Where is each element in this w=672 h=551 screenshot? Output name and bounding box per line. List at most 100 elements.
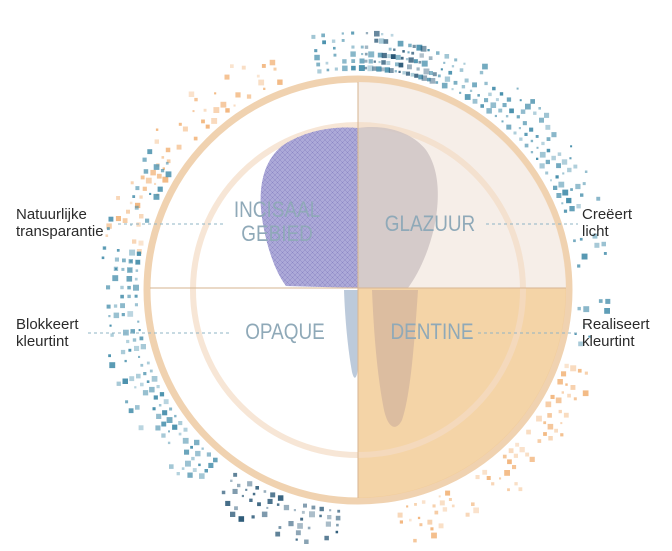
decorative-dot: [535, 135, 539, 138]
decorative-dot: [469, 89, 473, 92]
decorative-dot: [525, 103, 531, 110]
decorative-dot: [295, 530, 301, 536]
decorative-dot: [412, 44, 416, 48]
decorative-dot: [501, 120, 504, 123]
decorative-dot: [596, 196, 601, 201]
decorative-dot: [423, 68, 430, 75]
decorative-dot: [407, 51, 410, 54]
decorative-dot: [498, 108, 503, 113]
decorative-dot: [277, 495, 284, 501]
decorative-dot: [143, 169, 149, 174]
decorative-dot: [237, 483, 241, 488]
decorative-dot: [351, 31, 355, 35]
decorative-dot: [414, 503, 417, 506]
decorative-dot: [429, 78, 436, 84]
decorative-dot: [251, 515, 255, 519]
decorative-dot: [569, 157, 572, 160]
decorative-dot: [135, 202, 141, 209]
decorative-dot: [342, 65, 348, 72]
decorative-dot: [583, 325, 586, 328]
decorative-dot: [550, 394, 555, 399]
decorative-dot: [419, 523, 423, 527]
decorative-dot: [516, 87, 519, 90]
decorative-dot: [488, 92, 492, 97]
decorative-dot: [110, 333, 114, 337]
decorative-dot: [145, 177, 152, 184]
decorative-dot: [316, 62, 321, 67]
decorative-dot: [519, 99, 522, 102]
decorative-dot: [482, 469, 488, 475]
decorative-dot: [577, 306, 581, 311]
decorative-dot: [233, 104, 236, 107]
decorative-dot: [545, 401, 552, 408]
decorative-dot: [484, 98, 489, 103]
decorative-dot: [134, 294, 138, 298]
decorative-dot: [441, 82, 448, 89]
decorative-dot: [416, 67, 420, 71]
decorative-dot: [333, 46, 336, 50]
decorative-dot: [461, 85, 466, 89]
decorative-dot: [178, 432, 182, 436]
decorative-dot: [484, 81, 488, 86]
decorative-dot: [150, 169, 156, 176]
decorative-dot: [176, 472, 180, 476]
decorative-dot: [132, 239, 137, 244]
decorative-dot: [122, 218, 128, 223]
decorative-dot: [570, 385, 576, 390]
decorative-dot: [309, 511, 315, 518]
decorative-dot: [122, 258, 126, 263]
decorative-dot: [116, 249, 120, 252]
decorative-dot: [126, 339, 130, 344]
decorative-dot: [502, 103, 507, 108]
decorative-dot: [451, 65, 455, 68]
decorative-dot: [178, 122, 182, 126]
decorative-dot: [201, 119, 205, 124]
decorative-dot: [499, 92, 504, 96]
decorative-dot: [414, 73, 419, 78]
decorative-dot: [384, 67, 390, 73]
decorative-dot: [129, 376, 135, 382]
decorative-dot: [108, 354, 111, 358]
decorative-dot: [113, 312, 120, 319]
decorative-dot: [136, 251, 142, 256]
decorative-dot: [125, 400, 129, 404]
decorative-dot: [335, 515, 341, 521]
decorative-dot: [241, 494, 244, 498]
decorative-dot: [230, 479, 233, 482]
decorative-dot: [440, 68, 443, 71]
decorative-dot: [541, 141, 545, 146]
decorative-dot: [557, 152, 562, 156]
decorative-dot: [454, 58, 458, 62]
decorative-dot: [539, 163, 545, 169]
decorative-dot: [505, 115, 509, 118]
decorative-dot: [137, 320, 140, 323]
decorative-dot: [364, 66, 368, 70]
decorative-dot: [142, 157, 147, 162]
decorative-dot: [530, 99, 535, 104]
decorative-dot: [145, 218, 150, 223]
decorative-dot: [116, 196, 120, 200]
decorative-dot: [436, 51, 440, 55]
decorative-dot: [475, 475, 480, 480]
decorative-dot: [134, 345, 140, 351]
decorative-dot: [206, 452, 211, 457]
decorative-dot: [558, 409, 562, 414]
decorative-dot: [211, 118, 218, 124]
decorative-dot: [555, 175, 559, 179]
decorative-dot: [416, 44, 423, 51]
decorative-dot: [526, 429, 531, 435]
decorative-dot: [129, 201, 133, 205]
decorative-dot: [130, 181, 134, 185]
decorative-dot: [165, 147, 171, 153]
decorative-dot: [573, 397, 577, 401]
decorative-dot: [594, 242, 600, 248]
decorative-dot: [114, 257, 119, 262]
decorative-dot: [156, 413, 162, 419]
decorative-dot: [140, 175, 145, 180]
decorative-dot: [205, 124, 210, 129]
decorative-dot: [395, 62, 399, 67]
decorative-dot: [183, 427, 188, 432]
decorative-dot: [146, 361, 150, 365]
decorative-dot: [136, 222, 141, 227]
decorative-dot: [564, 363, 569, 369]
